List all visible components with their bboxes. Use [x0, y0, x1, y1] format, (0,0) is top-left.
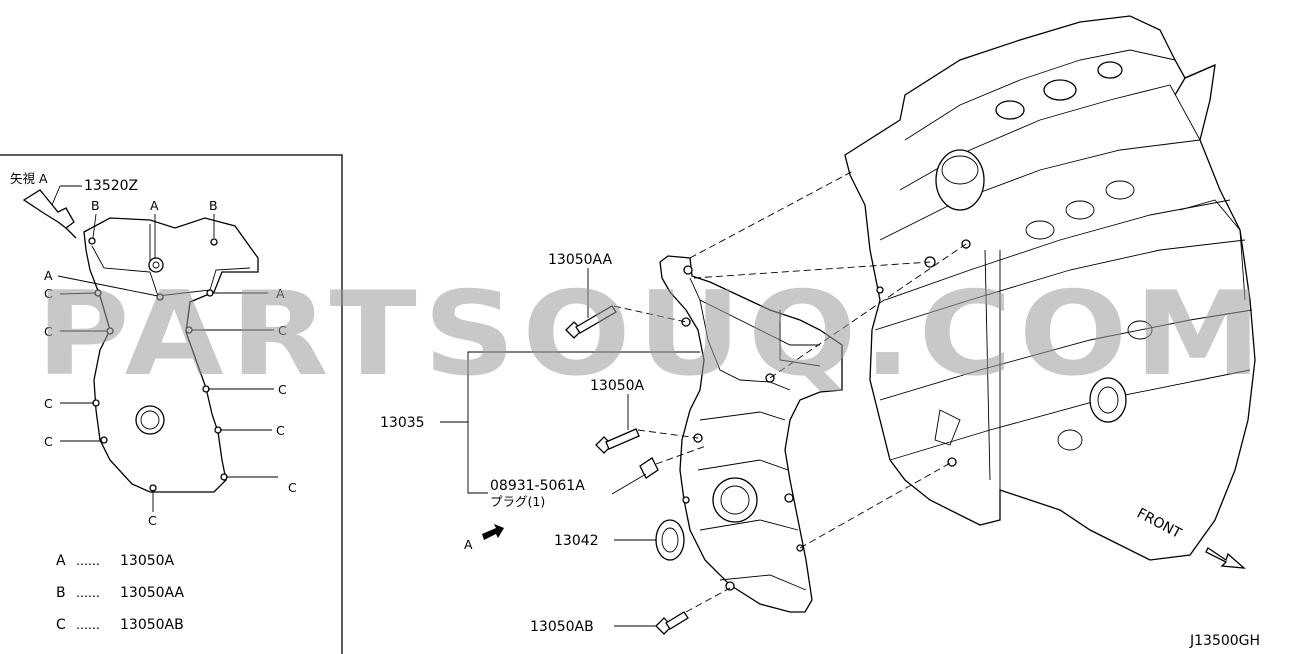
- plug-icon: [639, 457, 659, 479]
- legend-part-number[interactable]: 13050AA: [120, 585, 185, 601]
- view-a-arrow-icon: [482, 524, 504, 540]
- inset-callout-c-4: C: [278, 382, 287, 397]
- legend-key: A: [56, 553, 66, 569]
- inset-callout-a-top: A: [150, 198, 159, 213]
- bolt-13050a-icon: [595, 428, 640, 454]
- inset-panel: 矢視 A 13520Z: [0, 154, 343, 654]
- inset-callout-c-7: C: [44, 434, 53, 449]
- inset-callout-c-5: C: [44, 396, 53, 411]
- inset-callout-c-3: C: [278, 323, 287, 338]
- inset-callout-c-6: C: [276, 423, 285, 438]
- view-a-label: 矢視 A: [10, 171, 48, 186]
- engine-block-illustration: [844, 15, 1256, 561]
- main-leaders: [440, 268, 700, 627]
- inset-cover-outline: [83, 217, 259, 493]
- sensor-part-number[interactable]: 13520Z: [84, 178, 138, 194]
- part-label-13050a[interactable]: 13050A: [590, 378, 645, 394]
- part-label-plug-number[interactable]: 08931-5061A: [490, 478, 585, 494]
- legend-part-number[interactable]: 13050A: [120, 553, 175, 569]
- oil-seal-icon: [655, 519, 685, 561]
- timing-cover-illustration: [659, 255, 843, 613]
- bolt-13050ab-icon: [655, 611, 689, 635]
- legend-dots: ......: [76, 585, 100, 600]
- position-sensor-icon: [22, 185, 82, 239]
- front-arrow-icon: [1205, 547, 1246, 569]
- inset-callout-b-right: B: [209, 198, 218, 213]
- legend-key: B: [56, 585, 66, 601]
- view-a-arrow-label: A: [464, 537, 473, 552]
- legend-dots: ......: [76, 553, 100, 568]
- legend-part-number[interactable]: 13050AB: [120, 617, 184, 633]
- bolt-13050aa-icon: [565, 305, 617, 339]
- part-label-plug-name: プラグ(1): [490, 494, 545, 509]
- part-label-13050ab[interactable]: 13050AB: [530, 619, 594, 635]
- part-label-13042[interactable]: 13042: [554, 533, 599, 549]
- inset-legend: A ...... 13050A B ...... 13050AA C .....…: [56, 553, 185, 633]
- legend-key: C: [56, 617, 66, 633]
- inset-callout-c-2: C: [44, 324, 53, 339]
- assembly-lines: [613, 169, 967, 613]
- inset-callout-a-right: A: [276, 286, 285, 301]
- diagram-code: J13500GH: [1189, 633, 1260, 649]
- part-label-13050aa[interactable]: 13050AA: [548, 252, 613, 268]
- inset-callout-a-left: A: [44, 268, 53, 283]
- inset-border: [0, 154, 343, 654]
- inset-callout-c-9: C: [148, 513, 157, 528]
- inset-callout-c-1: C: [44, 286, 53, 301]
- inset-leaders: [57, 213, 278, 512]
- inset-callout-c-8: C: [288, 480, 297, 495]
- inset-callout-b-left: B: [91, 198, 100, 213]
- watermark-logo: PARTSOUQ.COM: [36, 267, 1268, 402]
- part-label-13035[interactable]: 13035: [380, 415, 425, 431]
- legend-dots: ......: [76, 617, 100, 632]
